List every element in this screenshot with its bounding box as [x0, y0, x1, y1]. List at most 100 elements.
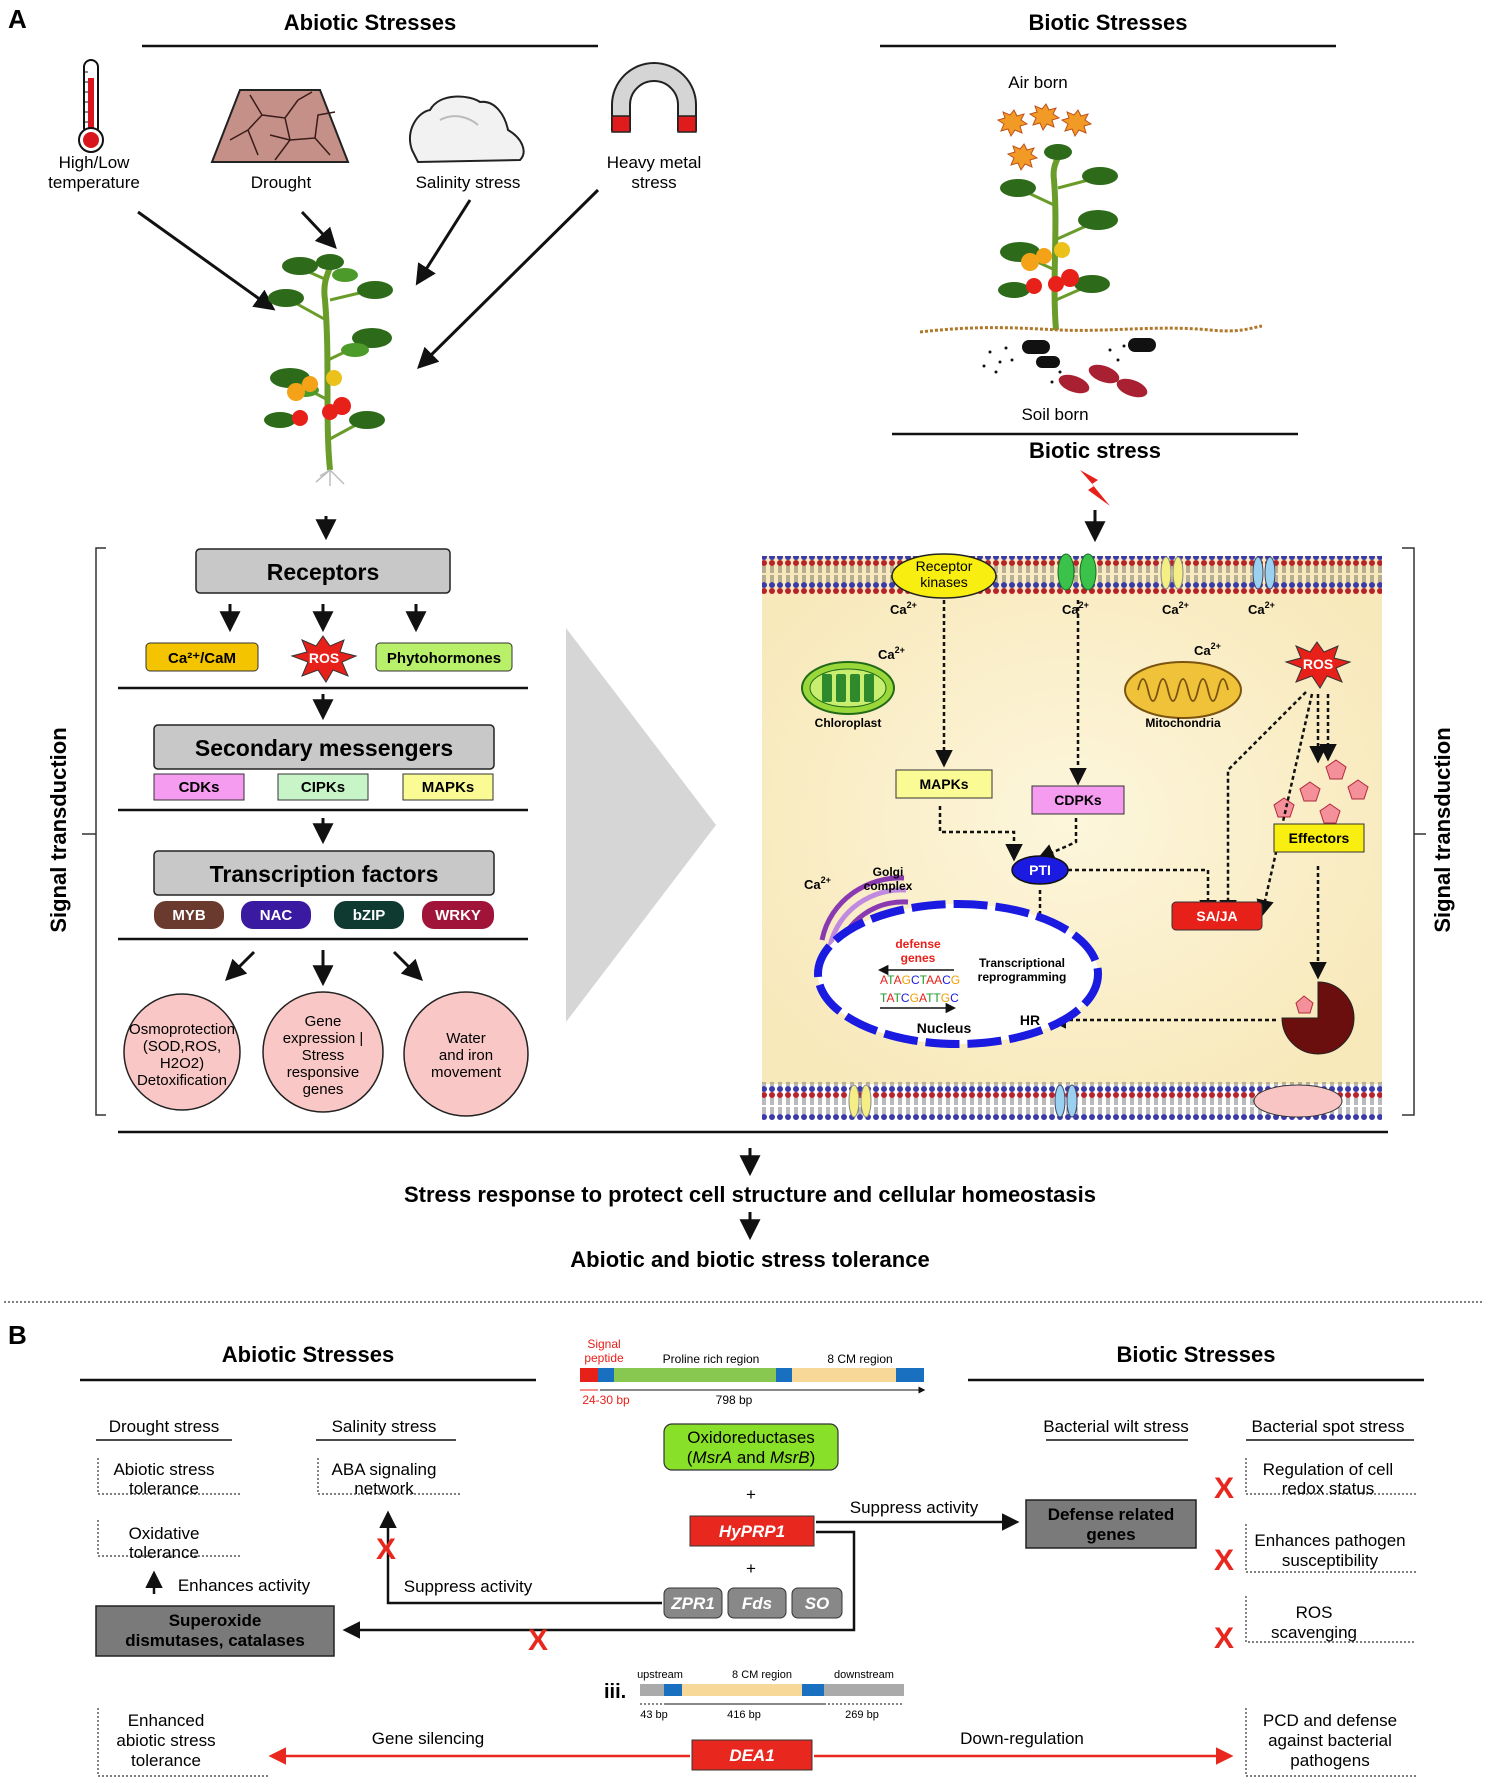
svg-text:Ca2+: Ca2+: [804, 875, 831, 892]
receptor-kinases-oval: [891, 553, 997, 599]
mitochondria-icon: [1124, 661, 1242, 719]
svg-text:Ca2+: Ca2+: [1162, 600, 1189, 617]
stress-response-text: Stress response to protect cell structur…: [404, 1182, 1096, 1207]
ros-label: ROS: [309, 650, 339, 666]
drought-stress-label: Drought stress: [109, 1417, 220, 1436]
dna-seq-2: TATCGATTGC: [880, 991, 959, 1005]
x-mark-sod: X: [528, 1624, 548, 1657]
mitochondria-label: Mitochondria: [1145, 716, 1221, 730]
aba-line1: ABA signaling: [332, 1460, 437, 1479]
svg-text:Ca2+: Ca2+: [890, 600, 917, 617]
enhanced-line2: abiotic stress: [116, 1731, 215, 1750]
wrky-pill: [422, 901, 494, 929]
cm-region-label-2: 8 CM region: [732, 1669, 792, 1681]
enhanced-line3: tolerance: [131, 1751, 201, 1770]
redox-line2: redox status: [1282, 1479, 1375, 1498]
dea1-label: DEA1: [729, 1746, 774, 1765]
outcome3-line1: Water: [446, 1030, 485, 1047]
phytohormones-label: Phytohormones: [387, 650, 501, 667]
suppress-path-salinity: [379, 1510, 662, 1605]
redox-line1: Regulation of cell: [1263, 1460, 1393, 1479]
bacterial-wilt-label: Bacterial wilt stress: [1043, 1417, 1188, 1436]
panel-a-label: A: [8, 4, 27, 34]
svg-text:Ca2+: Ca2+: [1062, 600, 1089, 617]
effector-molecules: [1273, 759, 1369, 824]
wrky-label: WRKY: [435, 907, 481, 924]
aba-line2: network: [354, 1479, 414, 1498]
golgi-line1: Golgi: [873, 865, 904, 879]
thermometer-icon: [78, 59, 104, 153]
pathogen-line2: susceptibility: [1282, 1551, 1379, 1570]
soil-pathogen-icons: [982, 338, 1156, 398]
ros-burst-icon: [290, 635, 358, 683]
soil-line: [919, 324, 1263, 334]
tolerance-text: Abiotic and biotic stress tolerance: [570, 1247, 929, 1272]
ros-cell-label: ROS: [1303, 656, 1333, 672]
myb-pill: [154, 901, 224, 929]
mapks-label-cell: MAPKs: [919, 776, 968, 792]
nac-label: NAC: [260, 907, 293, 924]
proline-region-label: Proline rich region: [663, 1352, 760, 1366]
transcriptional-line2: reprogramming: [978, 970, 1067, 984]
abiotic-title-b: Abiotic Stresses: [222, 1342, 394, 1367]
receptor-kinases-line2: kinases: [920, 574, 967, 590]
hyprp1-box: [689, 1515, 815, 1547]
nucleus-label: Nucleus: [917, 1020, 972, 1036]
zpr1-box: [663, 1587, 723, 1619]
secondary-messengers-label: Secondary messengers: [195, 735, 453, 761]
dea1-box: [691, 1739, 813, 1771]
bacterial-spot-label: Bacterial spot stress: [1251, 1417, 1404, 1436]
abiotic-tol-line2: tolerance: [129, 1479, 199, 1498]
roman-iii: iii.: [604, 1681, 626, 1703]
bzip-pill: [334, 901, 404, 929]
enhanced-line1: Enhanced: [128, 1711, 205, 1730]
effectors-box: [1273, 823, 1365, 853]
svg-text:Ca2+: Ca2+: [1248, 600, 1275, 617]
x-mark-ros: X: [1214, 1622, 1234, 1655]
air-born-label: Air born: [1008, 73, 1068, 92]
mapks-box-cell: [895, 769, 993, 799]
defense-related-box: [1025, 1499, 1197, 1549]
transcriptional-line1: Transcriptional: [979, 956, 1065, 970]
sod-box: [95, 1605, 335, 1657]
suppress-activity-label-1: Suppress activity: [404, 1577, 533, 1596]
down-regulation-label: Down-regulation: [960, 1729, 1084, 1748]
ros-scav-line1: ROS: [1296, 1603, 1333, 1622]
signal-transduction-right: Signal transduction: [1430, 727, 1455, 932]
biotic-title: Biotic Stresses: [1029, 10, 1188, 35]
bp-269-label: 269 bp: [845, 1709, 879, 1721]
signal-peptide-line2: peptide: [584, 1351, 624, 1365]
bp-total-label: 798 bp: [716, 1393, 753, 1407]
biotic-title-b: Biotic Stresses: [1117, 1342, 1276, 1367]
airborne-pathogen-icons: [996, 103, 1093, 172]
pathogen-line1: Enhances pathogen: [1254, 1531, 1405, 1550]
transcription-factors-label: Transcription factors: [210, 861, 439, 887]
abiotic-title: Abiotic Stresses: [284, 10, 456, 35]
myb-label: MYB: [172, 907, 206, 924]
sod-line2: dismutases, catalases: [125, 1631, 305, 1650]
sa-ja-label: SA/JA: [1196, 908, 1237, 924]
enhances-activity-label: Enhances activity: [178, 1576, 311, 1595]
soil-born-label: Soil born: [1021, 405, 1088, 424]
defense-genes-line1: defense: [895, 937, 941, 951]
mapks-label-left: MAPKs: [422, 779, 475, 796]
defense-related-line1: Defense related: [1048, 1505, 1175, 1524]
temp-label-2: temperature: [48, 173, 140, 192]
oxidoreductases-line1: Oxidoreductases: [687, 1428, 815, 1447]
pti-oval: [1011, 855, 1069, 885]
biotic-stress-label: Biotic stress: [1029, 438, 1161, 463]
cdks-label: CDKs: [179, 779, 220, 796]
secondary-messengers-box: [153, 724, 495, 770]
nac-pill: [241, 901, 311, 929]
temp-label-1: High/Low: [59, 153, 131, 172]
outcome3-line3: movement: [431, 1064, 502, 1081]
oxidoreductases-box: [663, 1423, 839, 1471]
outcome3-line2: and iron: [439, 1047, 493, 1064]
signal-peptide-line1: Signal: [587, 1337, 620, 1351]
calcium-labels: Ca2+ Ca2+ Ca2+ Ca2+ Ca2+ Ca2+ Ca2+: [804, 600, 1275, 892]
plus-1: +: [746, 1485, 756, 1504]
cipks-box: [277, 773, 369, 801]
bp-43-label: 43 bp: [640, 1709, 668, 1721]
pcd-line1: PCD and defense: [1263, 1711, 1397, 1730]
